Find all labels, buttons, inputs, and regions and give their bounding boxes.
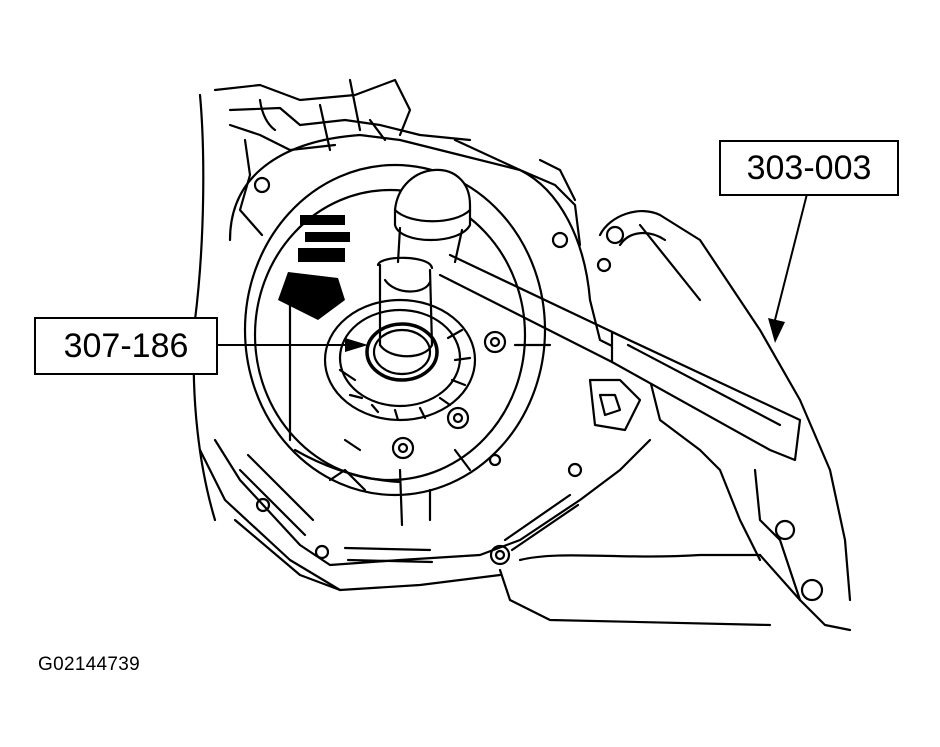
hammer-icon (376, 168, 802, 462)
callout-307-186: 307-186 (34, 317, 218, 375)
pump-assembly (323, 298, 552, 527)
leader-lines (214, 189, 809, 352)
upper-housing (192, 78, 582, 522)
housing-flange (198, 133, 762, 592)
puller-tool (498, 210, 852, 632)
impact-arrows (278, 215, 350, 320)
callout-303-003: 303-003 (719, 140, 899, 196)
figure-id: G02144739 (38, 654, 141, 675)
